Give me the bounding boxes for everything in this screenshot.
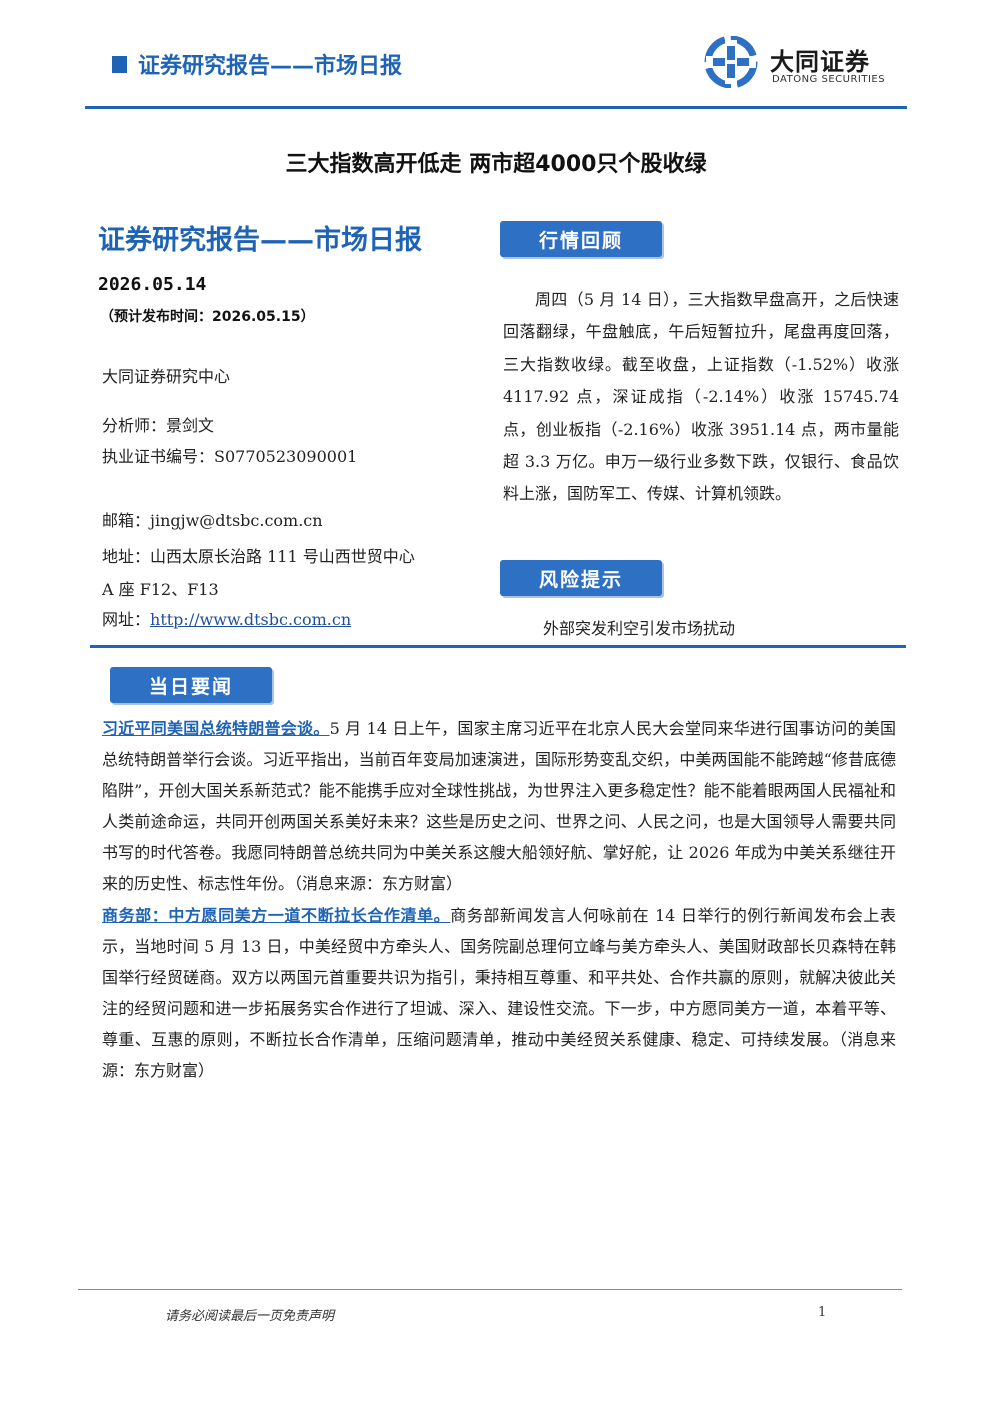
page-number: 1	[818, 1305, 827, 1320]
website-label: 网址：	[102, 610, 151, 629]
publish-time: （预计发布时间：2026.05.15）	[100, 309, 315, 325]
report-subtitle: 证券研究报告——市场日报	[98, 225, 422, 256]
address-line-1: 地址：山西太原长治路 111 号山西世贸中心	[102, 547, 415, 566]
report-date: 2026.05.14	[98, 274, 207, 295]
header-report-type: 证券研究报告——市场日报	[138, 54, 403, 79]
header-square-icon	[112, 56, 127, 73]
email-address: 邮箱：jingjw@dtsbc.com.cn	[102, 511, 323, 530]
footer-divider	[78, 1289, 902, 1290]
website-row: 网址：http://www.dtsbc.com.cn	[102, 606, 351, 630]
license-number: 执业证书编号：S0770523090001	[102, 447, 358, 466]
analyst-name: 分析师：景剑文	[102, 416, 215, 435]
news-headline: 商务部：中方愿同美方一道不断拉长合作清单。	[102, 905, 451, 925]
risk-warning-tag: 风险提示	[500, 560, 662, 596]
market-review-text: 周四（5 月 14 日），三大指数早盘高开，之后快速回落翻绿，午盘触底，午后短暂…	[503, 290, 899, 504]
section-divider	[90, 645, 906, 648]
news-item: 习近平同美国总统特朗普会谈。5 月 14 日上午，国家主席习近平在北京人民大会堂…	[102, 713, 896, 900]
datong-logo-icon	[704, 36, 758, 88]
report-title: 三大指数高开低走 两市超4000只个股收绿	[285, 152, 707, 177]
news-body: 商务部新闻发言人何咏前在 14 日举行的例行新闻发布会上表示，当地时间 5 月 …	[102, 905, 896, 1081]
news-list: 习近平同美国总统特朗普会谈。5 月 14 日上午，国家主席习近平在北京人民大会堂…	[102, 713, 896, 1086]
logo-text-cn: 大同证券	[770, 48, 870, 76]
logo-text-en: DATONG SECURITIES	[772, 74, 886, 85]
market-review-tag: 行情回顾	[500, 221, 662, 257]
daily-news-tag: 当日要闻	[110, 667, 272, 703]
news-item: 商务部：中方愿同美方一道不断拉长合作清单。商务部新闻发言人何咏前在 14 日举行…	[102, 900, 896, 1087]
risk-warning-text: 外部突发利空引发市场扰动	[543, 619, 736, 638]
research-center: 大同证券研究中心	[102, 367, 231, 386]
header-divider	[85, 106, 907, 109]
address-line-2: A 座 F12、F13	[102, 580, 219, 599]
website-link[interactable]: http://www.dtsbc.com.cn	[150, 610, 352, 629]
news-body: 5 月 14 日上午，国家主席习近平在北京人民大会堂同来华进行国事访问的美国总统…	[102, 719, 896, 894]
footer-disclaimer: 请务必阅读最后一页免责声明	[165, 1309, 335, 1324]
news-headline: 习近平同美国总统特朗普会谈。	[102, 719, 330, 738]
